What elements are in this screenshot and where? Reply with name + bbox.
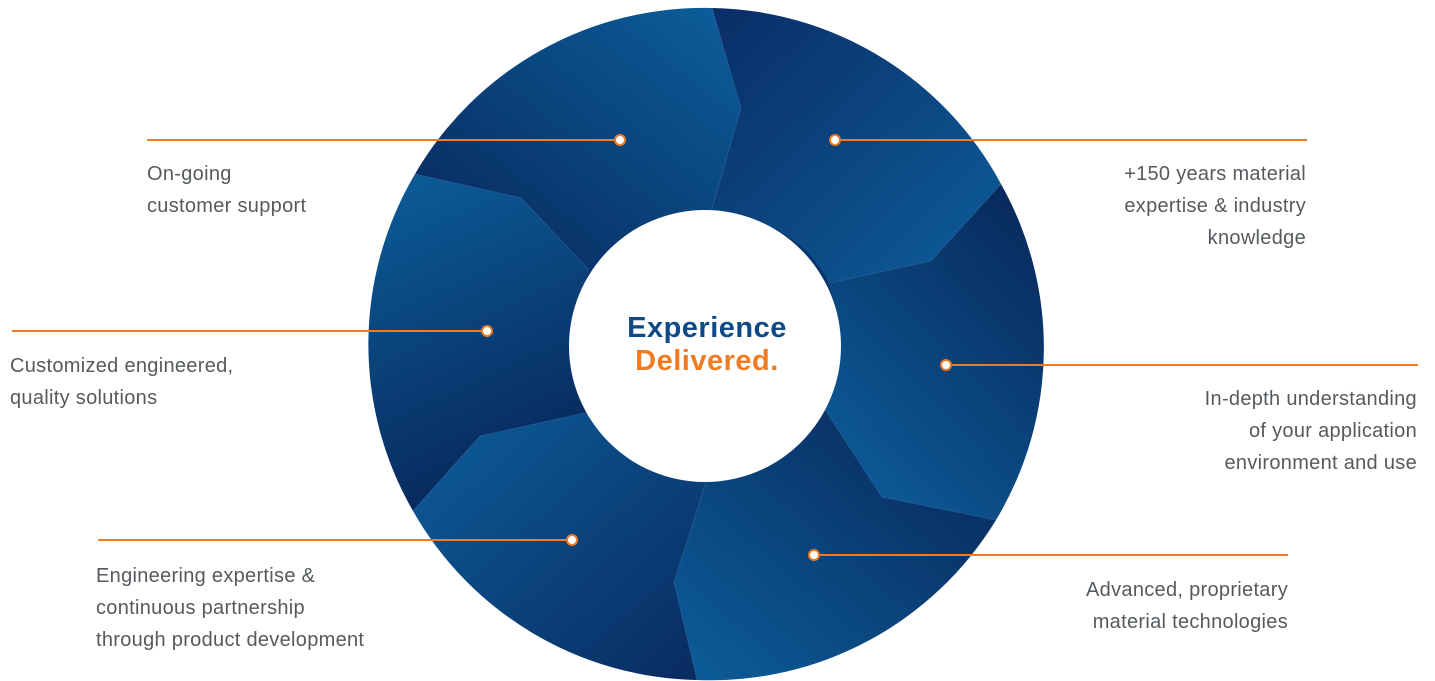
callout-line: knowledge xyxy=(1207,227,1306,249)
callout-line: continuous partnership xyxy=(96,597,305,619)
callout-line: through product development xyxy=(96,629,365,651)
leader-dot-customer-support xyxy=(614,134,626,146)
center-title-line1: Experience xyxy=(627,312,787,344)
leader-dot-engineering-partnership xyxy=(566,534,578,546)
callout-line: +150 years material xyxy=(1124,163,1306,185)
callout-line: environment and use xyxy=(1224,452,1417,474)
callout-line: In-depth understanding xyxy=(1204,388,1417,410)
segment-top-left xyxy=(415,7,741,271)
segment-right xyxy=(822,184,1044,520)
callout-material-expertise: +150 years material expertise & industry… xyxy=(1124,158,1306,254)
callout-line: Customized engineered, xyxy=(10,355,234,377)
callout-line: Advanced, proprietary xyxy=(1086,579,1288,601)
callout-line: quality solutions xyxy=(10,387,158,409)
callout-customer-support: On-going customer support xyxy=(147,158,306,222)
callout-line: material technologies xyxy=(1092,611,1288,633)
callout-engineering-partnership: Engineering expertise & continuous partn… xyxy=(96,560,364,656)
callout-line: Engineering expertise & xyxy=(96,565,316,587)
segment-left xyxy=(368,174,589,511)
segment-bottom-left xyxy=(413,412,706,680)
callout-material-technologies: Advanced, proprietary material technolog… xyxy=(1086,574,1288,638)
leader-dot-material-technologies xyxy=(808,549,820,561)
callout-line: expertise & industry xyxy=(1124,195,1306,217)
leader-dot-application-understanding xyxy=(940,359,952,371)
center-title: Experience Delivered. xyxy=(572,312,842,378)
callout-customized-solutions: Customized engineered, quality solutions xyxy=(10,350,233,414)
segment-bottom-right xyxy=(674,405,996,681)
leader-dot-customized-solutions xyxy=(481,325,493,337)
callout-line: On-going xyxy=(147,163,232,185)
callout-line: customer support xyxy=(147,195,307,217)
callout-line: of your application xyxy=(1248,420,1417,442)
segment-top-right xyxy=(711,8,1001,283)
leader-dot-material-expertise xyxy=(829,134,841,146)
center-circle xyxy=(569,210,841,482)
center-title-line2: Delivered. xyxy=(635,345,779,377)
callout-application-understanding: In-depth understanding of your applicati… xyxy=(1205,383,1417,479)
